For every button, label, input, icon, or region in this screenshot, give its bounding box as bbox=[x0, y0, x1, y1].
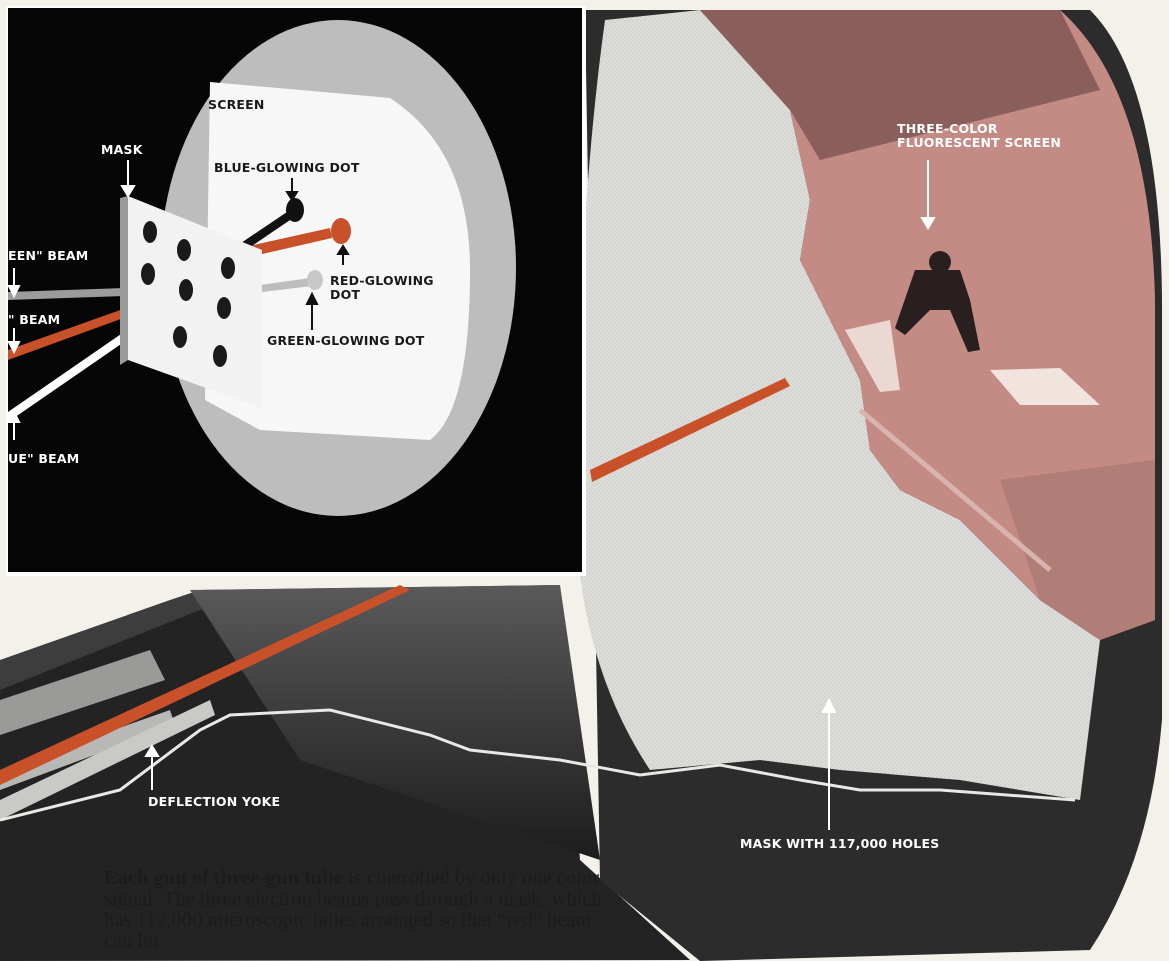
label-blue-glowing-dot: BLUE-GLOWING DOT bbox=[214, 161, 360, 175]
label-three-color-fluorescent-screen: THREE-COLOR FLUORESCENT SCREEN bbox=[897, 122, 1061, 151]
green-glowing-dot bbox=[307, 270, 323, 290]
label-red-glowing-dot: RED-GLOWING DOT bbox=[330, 274, 434, 303]
inset-panel bbox=[6, 6, 586, 576]
label-red-glowing-line1: RED-GLOWING bbox=[330, 274, 434, 288]
label-red-glowing-line2: DOT bbox=[330, 288, 434, 302]
label-red-beam: " BEAM bbox=[8, 313, 60, 327]
blue-glowing-dot bbox=[286, 198, 304, 222]
label-fluorescent-line2: FLUORESCENT SCREEN bbox=[897, 136, 1061, 150]
label-green-beam: EEN" BEAM bbox=[8, 249, 88, 263]
caption-bold: Each gun of three-gun tube bbox=[104, 867, 343, 889]
caption: Each gun of three-gun tube is controlled… bbox=[104, 868, 624, 952]
label-blue-beam: UE" BEAM bbox=[8, 452, 79, 466]
label-mask: MASK bbox=[101, 143, 143, 157]
red-glowing-dot bbox=[331, 218, 351, 244]
label-screen: SCREEN bbox=[208, 98, 265, 112]
label-deflection-yoke: DEFLECTION YOKE bbox=[148, 795, 280, 809]
label-mask-holes: MASK WITH 117,000 HOLES bbox=[740, 837, 939, 851]
label-green-glowing-dot: GREEN-GLOWING DOT bbox=[267, 334, 424, 348]
label-fluorescent-line1: THREE-COLOR bbox=[897, 122, 1061, 136]
